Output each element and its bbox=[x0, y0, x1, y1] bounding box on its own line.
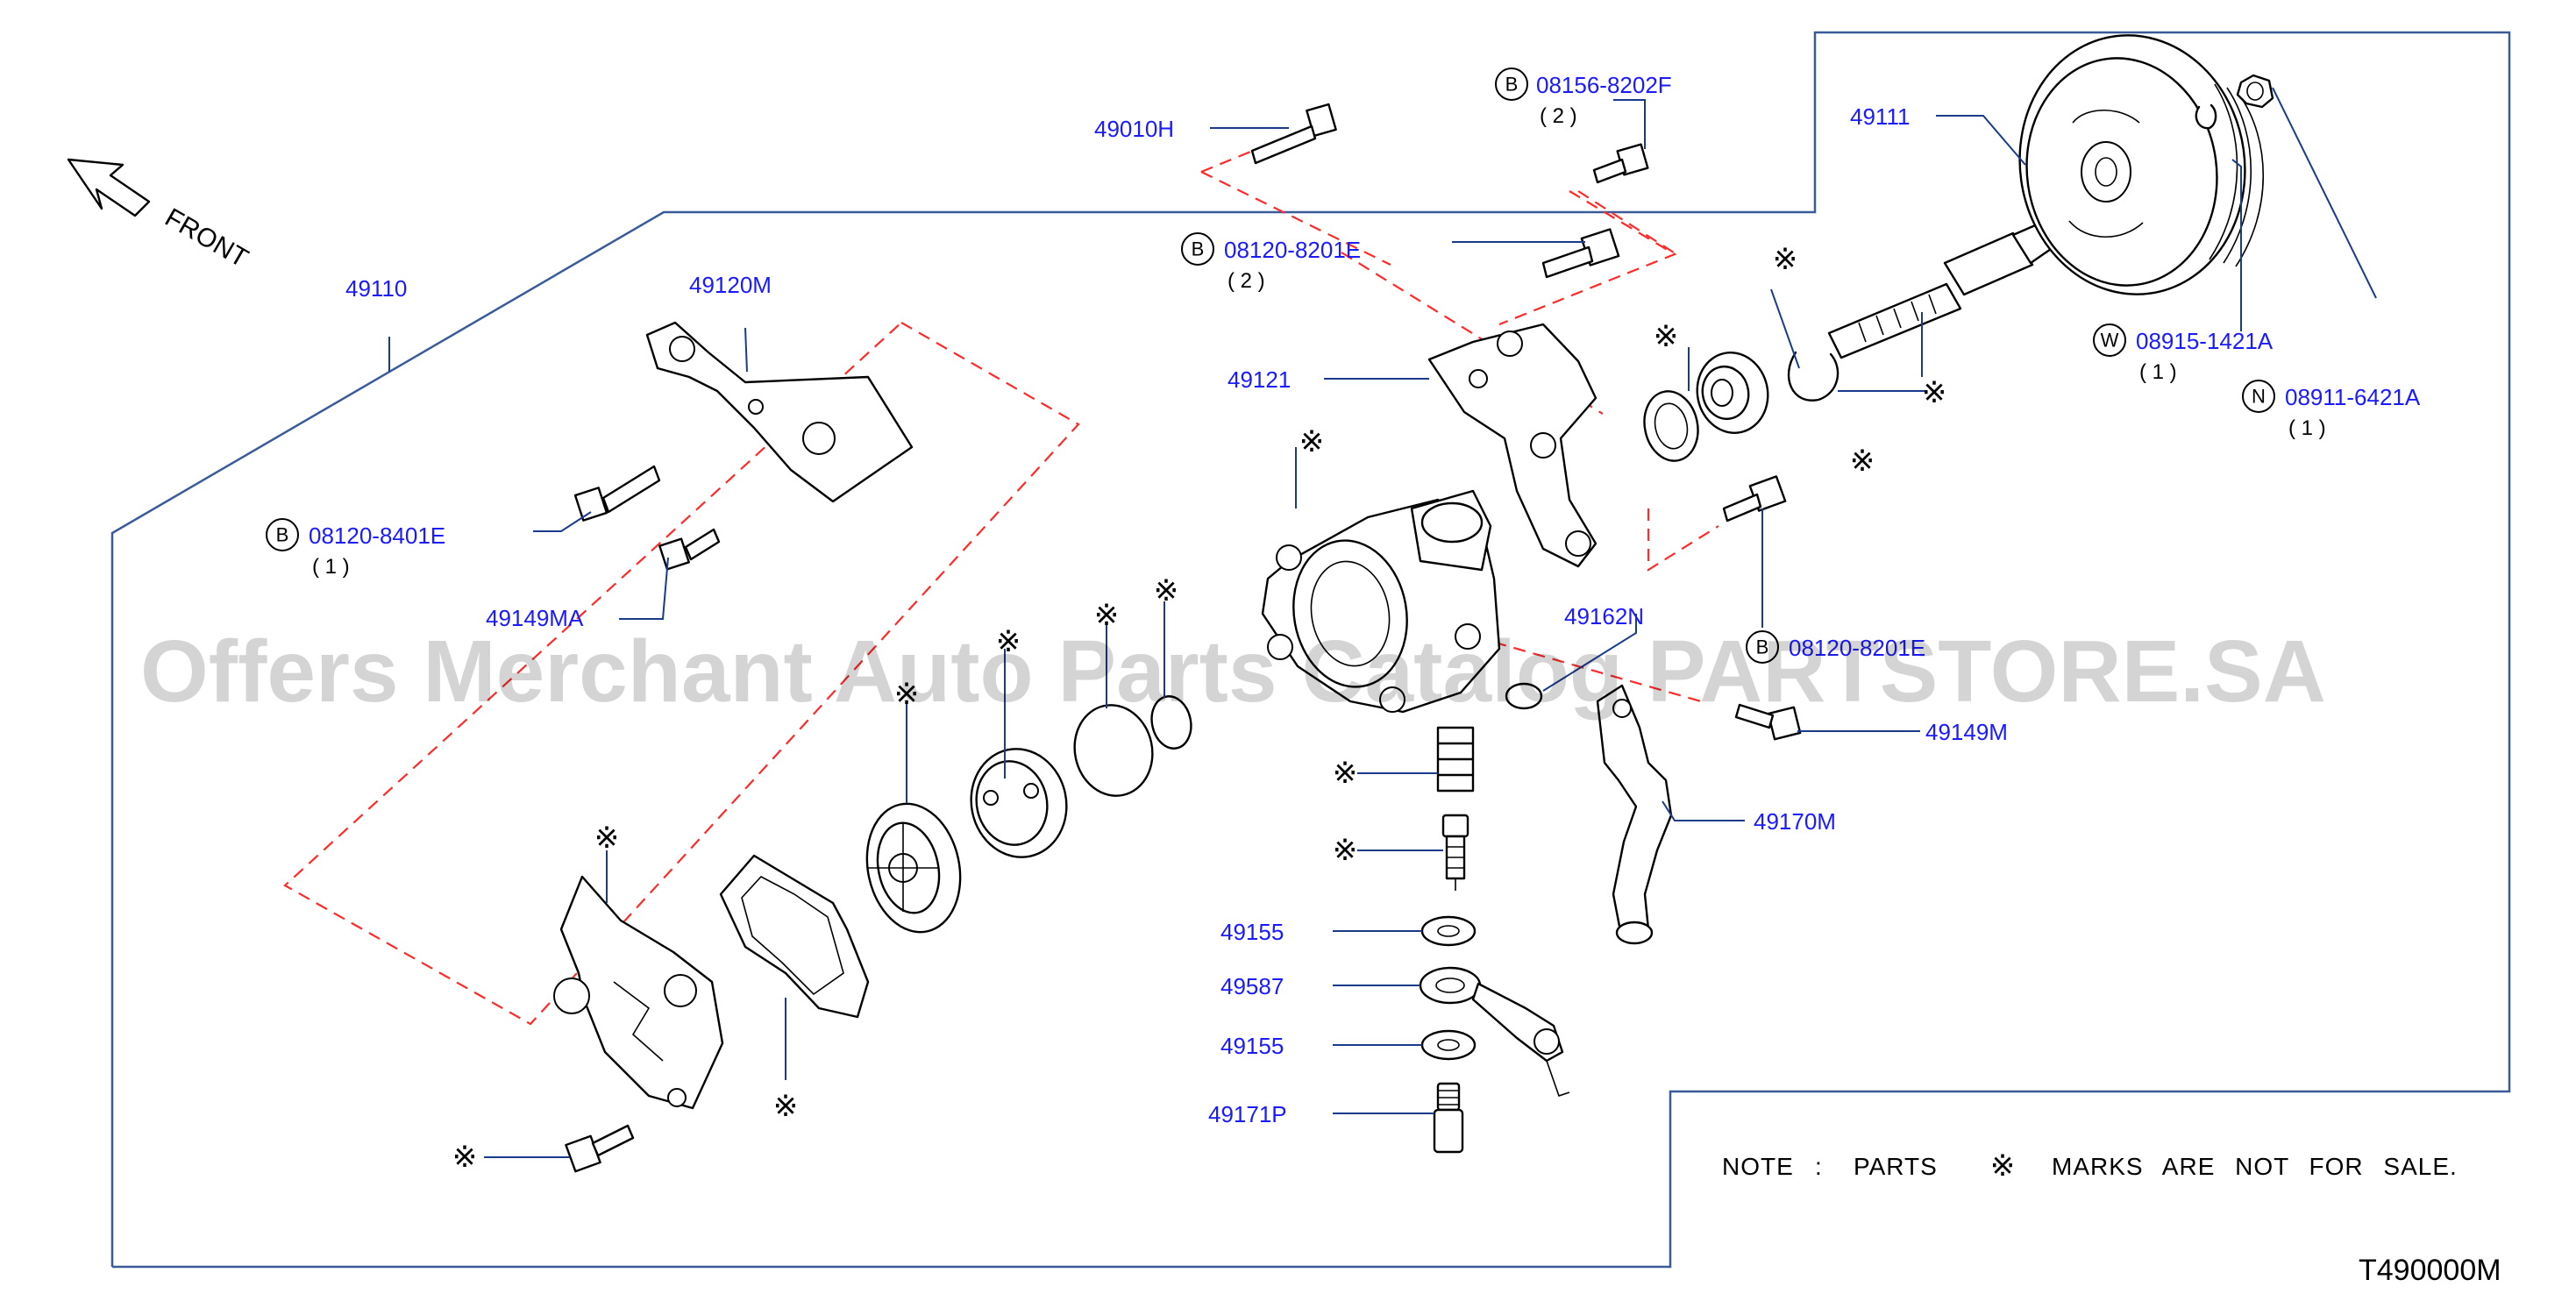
oil-seal bbox=[1643, 390, 1699, 462]
mark-seal: ※ bbox=[1654, 319, 1679, 354]
snap-ring bbox=[1787, 351, 1839, 402]
o-ring-small bbox=[1150, 695, 1192, 750]
label-49587: 49587 bbox=[1220, 973, 1284, 999]
mark-bearing: ※ bbox=[1850, 444, 1875, 479]
pump-body bbox=[1261, 489, 1501, 714]
bolt-08120-8401e bbox=[573, 465, 661, 522]
prefix-08156: B bbox=[1505, 74, 1519, 96]
spring bbox=[1436, 726, 1475, 793]
prefix-08911: N bbox=[2252, 386, 2266, 408]
label-08915-1421a: 08915-1421A bbox=[2136, 328, 2274, 354]
label-49010h: 49010H bbox=[1094, 116, 1174, 142]
rotor-cartridge bbox=[865, 802, 962, 934]
mark-cam-ring: ※ bbox=[996, 624, 1021, 659]
note-before-mark: PARTS bbox=[1854, 1153, 1938, 1180]
note-colon: : bbox=[1815, 1153, 1823, 1180]
prefix-08915: W bbox=[2101, 330, 2119, 352]
watermark: Offers Merchant Auto Parts Catalog PARTS… bbox=[140, 622, 2326, 721]
label-49111: 49111 bbox=[1850, 103, 1910, 130]
prefix-circle-08120-8401 bbox=[266, 518, 299, 551]
label-49171p: 49171P bbox=[1208, 1101, 1287, 1127]
note-mark: ※ bbox=[1990, 1148, 2016, 1184]
suction-pipe-49170m bbox=[1596, 684, 1673, 945]
prefix-circle-08120-partial bbox=[1746, 630, 1779, 664]
qty-08156-8202f: ( 2 ) bbox=[1540, 104, 1577, 128]
gasket bbox=[719, 854, 870, 1019]
qty-08911-6421a: ( 1 ) bbox=[2288, 416, 2326, 440]
prefix-circle-08156 bbox=[1495, 68, 1528, 101]
mark-shaft: ※ bbox=[1773, 242, 1798, 277]
diagram-code: T490000M bbox=[2359, 1254, 2501, 1287]
prefix-circle-08911 bbox=[2242, 380, 2275, 413]
pump-rear-cover bbox=[553, 875, 724, 1110]
label-08911-6421a: 08911-6421A bbox=[2285, 384, 2421, 410]
connector-bolt-49171p bbox=[1433, 1082, 1464, 1154]
bolt-rear-cover bbox=[565, 1124, 635, 1173]
qty-08915-1421a: ( 1 ) bbox=[2139, 360, 2177, 384]
banjo-fitting-49587 bbox=[1419, 966, 1570, 1098]
bolt-49149m bbox=[1734, 703, 1802, 741]
mark-o-ring-small: ※ bbox=[1154, 573, 1179, 608]
label-49110: 49110 bbox=[345, 275, 407, 302]
bolt-49010h bbox=[1250, 103, 1337, 165]
washer-49155-lower bbox=[1420, 1029, 1477, 1061]
label-49120m: 49120M bbox=[689, 272, 772, 298]
bolt-08120-8201e-lower bbox=[1722, 475, 1787, 523]
mark-valve: ※ bbox=[1333, 833, 1358, 868]
washer-49155-upper-hole bbox=[1437, 925, 1460, 937]
prefix-08120-8201: B bbox=[1192, 238, 1205, 260]
prefix-08120-partial: B bbox=[1756, 636, 1769, 658]
o-ring-49162n bbox=[1505, 682, 1543, 710]
oil-seal-inner bbox=[1654, 402, 1689, 450]
washer-49155-lower-hole bbox=[1437, 1039, 1460, 1051]
cam-ring bbox=[970, 748, 1068, 858]
label-49155-upper: 49155 bbox=[1220, 919, 1284, 945]
label-08120-8401e: 08120-8401E bbox=[309, 523, 445, 549]
qty-08120-8201e: ( 2 ) bbox=[1228, 269, 1265, 293]
prefix-circle-08915 bbox=[2093, 323, 2126, 357]
mark-rotor: ※ bbox=[894, 677, 920, 712]
washer-49155-upper bbox=[1420, 915, 1477, 947]
nut-08911 bbox=[2236, 74, 2274, 109]
qty-08120-8401e: ( 1 ) bbox=[312, 555, 350, 579]
bracket-49121 bbox=[1427, 323, 1598, 568]
prefix-circle-08120-8201 bbox=[1181, 232, 1214, 266]
label-49162n: 49162N bbox=[1564, 603, 1644, 629]
mark-spring: ※ bbox=[1333, 756, 1358, 791]
assembly-dashed-lines bbox=[283, 119, 1719, 1026]
front-label: FRONT bbox=[160, 203, 253, 273]
label-49149m: 49149M bbox=[1925, 719, 2008, 745]
front-arrow-icon bbox=[67, 158, 151, 217]
mark-rear-cover: ※ bbox=[594, 821, 620, 856]
label-49121: 49121 bbox=[1228, 366, 1291, 393]
mark-gasket: ※ bbox=[773, 1089, 799, 1124]
mark-o-ring-large: ※ bbox=[1094, 598, 1120, 633]
note-after-mark: MARKS ARE NOT FOR SALE. bbox=[2052, 1153, 2458, 1180]
label-08120-8201e: 08120-8201E bbox=[1224, 237, 1361, 263]
pulley-49111 bbox=[2018, 34, 2264, 295]
washer-08915 bbox=[2195, 103, 2217, 130]
label-08120-partial: 08120-8201E bbox=[1789, 635, 1925, 661]
bracket-49120m bbox=[645, 321, 914, 503]
mark-shaft-lower: ※ bbox=[1922, 375, 1947, 410]
not-for-sale-marks: ※ ※ ※ ※ ※ ※ ※ ※ ※ ※ ※ ※ ※ ※ bbox=[452, 242, 1947, 1175]
prefix-08120-8401: B bbox=[276, 524, 289, 546]
drive-shaft bbox=[1827, 221, 2055, 359]
label-49170m: 49170M bbox=[1754, 808, 1836, 835]
assembly-outline-49110 bbox=[110, 31, 2511, 1269]
note-prefix: NOTE bbox=[1722, 1153, 1794, 1180]
bolt-08120-8201e bbox=[1541, 228, 1620, 279]
bearing bbox=[1696, 352, 1769, 434]
leader-lines bbox=[388, 87, 2377, 1158]
flow-control-valve bbox=[1441, 814, 1469, 891]
label-49149ma: 49149MA bbox=[486, 605, 584, 631]
label-08156-8202f: 08156-8202F bbox=[1536, 72, 1672, 98]
mark-pump-body: ※ bbox=[1299, 424, 1325, 459]
o-ring-large bbox=[1073, 704, 1154, 797]
label-49155-lower: 49155 bbox=[1220, 1033, 1284, 1059]
mark-rear-bolt: ※ bbox=[452, 1140, 478, 1175]
bolt-08156-8202f bbox=[1592, 143, 1649, 184]
